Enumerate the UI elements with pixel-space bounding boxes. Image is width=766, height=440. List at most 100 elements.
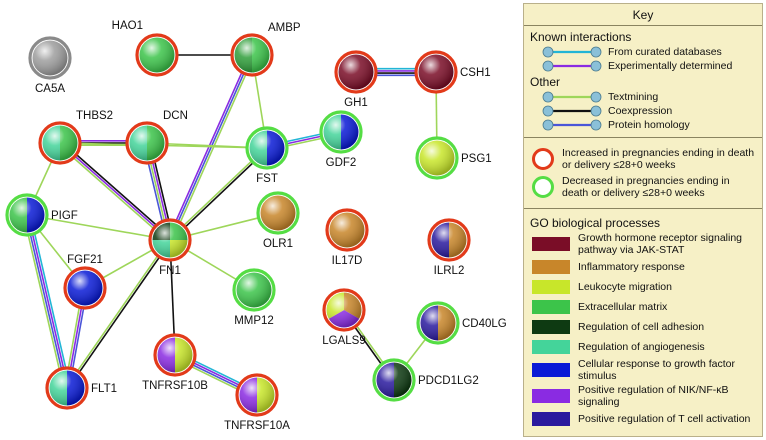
interaction-legend-label: Protein homology [608, 119, 690, 131]
node-fn1[interactable]: FN1 [148, 218, 192, 277]
node-fst[interactable]: FST [245, 126, 289, 185]
node-shine [42, 125, 78, 161]
node-label: TNFRSF10B [142, 380, 208, 392]
other-heading: Other [530, 75, 561, 89]
go-legend-item: Regulation of angiogenesis [532, 338, 756, 356]
edge-line-textmining [168, 146, 267, 240]
node-shine [431, 222, 467, 258]
node-ambp[interactable]: AMBP [230, 22, 301, 77]
interaction-line-icon [542, 46, 602, 58]
go-legend-item: Positive regulation of T cell activation [532, 410, 756, 428]
node-dcn[interactable]: DCN [125, 110, 188, 165]
go-legend-item: Positive regulation of NIK/NF-κB signali… [532, 384, 756, 408]
node-label: PIGF [51, 210, 78, 222]
go-legend-label: Leukocyte migration [578, 281, 672, 293]
node-shine [329, 212, 365, 248]
edge-line-textmining [26, 214, 171, 241]
node-hao1[interactable]: HAO1 [112, 20, 179, 77]
edge-line-homology [169, 54, 253, 241]
go-color-swatch [532, 260, 570, 274]
node-ilrl2[interactable]: ILRL2 [427, 218, 471, 277]
node-label: FGF21 [67, 254, 103, 266]
node-mmp12[interactable]: MMP12 [232, 268, 276, 327]
node-shine [376, 362, 412, 398]
node-shine [323, 114, 359, 150]
go-color-swatch [532, 280, 570, 294]
node-shine [157, 337, 193, 373]
go-color-swatch [532, 237, 570, 251]
go-legend-label: Regulation of cell adhesion [578, 321, 705, 333]
node-lgals9[interactable]: LGALS9 [322, 288, 366, 347]
node-il17d[interactable]: IL17D [325, 208, 369, 267]
node-pdcd1lg2[interactable]: PDCD1LG2 [372, 358, 479, 402]
node-label: PDCD1LG2 [418, 375, 479, 387]
node-csh1[interactable]: CSH1 [414, 50, 491, 94]
node-label: PSG1 [461, 153, 492, 165]
node-label: CSH1 [460, 67, 491, 79]
interaction-legend-label: Textmining [608, 91, 659, 103]
node-shine [249, 130, 285, 166]
node-gh1[interactable]: GH1 [334, 50, 378, 109]
go-color-swatch [532, 340, 570, 354]
key-title: Key [524, 4, 762, 26]
node-label: FST [256, 173, 278, 185]
node-shine [239, 377, 275, 413]
node-shine [152, 222, 188, 258]
node-tnfrsf10b[interactable]: TNFRSF10B [142, 333, 208, 392]
edge-line-homology [25, 215, 67, 389]
node-fgf21[interactable]: FGF21 [63, 254, 107, 310]
node-olr1[interactable]: OLR1 [256, 191, 300, 250]
node-thbs2[interactable]: THBS2 [38, 110, 113, 165]
interaction-legend-item: Coexpression [542, 104, 756, 118]
node-label: FN1 [159, 265, 181, 277]
increased-legend-item: Increased in pregnancies ending in death… [532, 147, 756, 171]
edge-line-experimental [27, 214, 69, 388]
green-ring-icon [532, 176, 554, 198]
node-label: ILRL2 [434, 265, 465, 277]
node-shine [49, 370, 85, 406]
node-flt1[interactable]: FLT1 [45, 366, 117, 410]
go-legend-label: Cellular response to growth factor stimu… [578, 358, 735, 382]
node-label: LGALS9 [322, 335, 365, 347]
edge-line-coexpression [170, 148, 269, 242]
interaction-line-icon [542, 91, 602, 103]
node-label: CA5A [35, 83, 65, 95]
interaction-legend-item: Protein homology [542, 118, 756, 132]
edge-line-curated [29, 214, 71, 388]
known-interactions-heading: Known interactions [530, 30, 632, 44]
go-legend-item: Extracellular matrix [532, 298, 756, 316]
node-shine [418, 54, 454, 90]
go-legend-label: Growth hormone receptor signaling pathwa… [578, 232, 743, 256]
edge-line-textmining [23, 215, 65, 389]
node-shine [234, 37, 270, 73]
edge-line-coexpression [67, 240, 172, 390]
increased-label: Increased in pregnancies ending in death… [562, 147, 755, 171]
interaction-legend-label: Experimentally determined [608, 60, 733, 72]
interaction-line-icon [542, 119, 602, 131]
edge-thbs2-fn1 [58, 140, 172, 243]
node-cd40lg[interactable]: CD40LG [416, 301, 507, 345]
node-tnfrsf10a[interactable]: TNFRSF10A [224, 373, 290, 432]
node-gdf2[interactable]: GDF2 [319, 110, 363, 169]
go-heading: GO biological processes [530, 216, 661, 230]
legend-key: Key Known interactions From curated data… [523, 3, 763, 437]
node-shine [326, 292, 362, 328]
go-legend-label: Regulation of angiogenesis [578, 341, 705, 353]
interaction-legend-item: Textmining [542, 90, 756, 104]
node-shine [260, 195, 296, 231]
node-label: OLR1 [263, 238, 293, 250]
go-legend-label: Positive regulation of NIK/NF-κB signali… [578, 384, 729, 408]
node-label: IL17D [332, 255, 363, 267]
go-color-swatch [532, 300, 570, 314]
node-label: GH1 [344, 97, 368, 109]
node-ca5a[interactable]: CA5A [28, 36, 72, 95]
go-color-swatch [532, 412, 570, 426]
node-shine [9, 197, 45, 233]
node-psg1[interactable]: PSG1 [415, 136, 492, 180]
node-pigf[interactable]: PIGF [5, 193, 78, 237]
node-label: DCN [163, 110, 188, 122]
edge-fst-fn1 [168, 146, 269, 242]
go-legend-label: Positive regulation of T cell activation [578, 413, 751, 425]
node-shine [32, 40, 68, 76]
